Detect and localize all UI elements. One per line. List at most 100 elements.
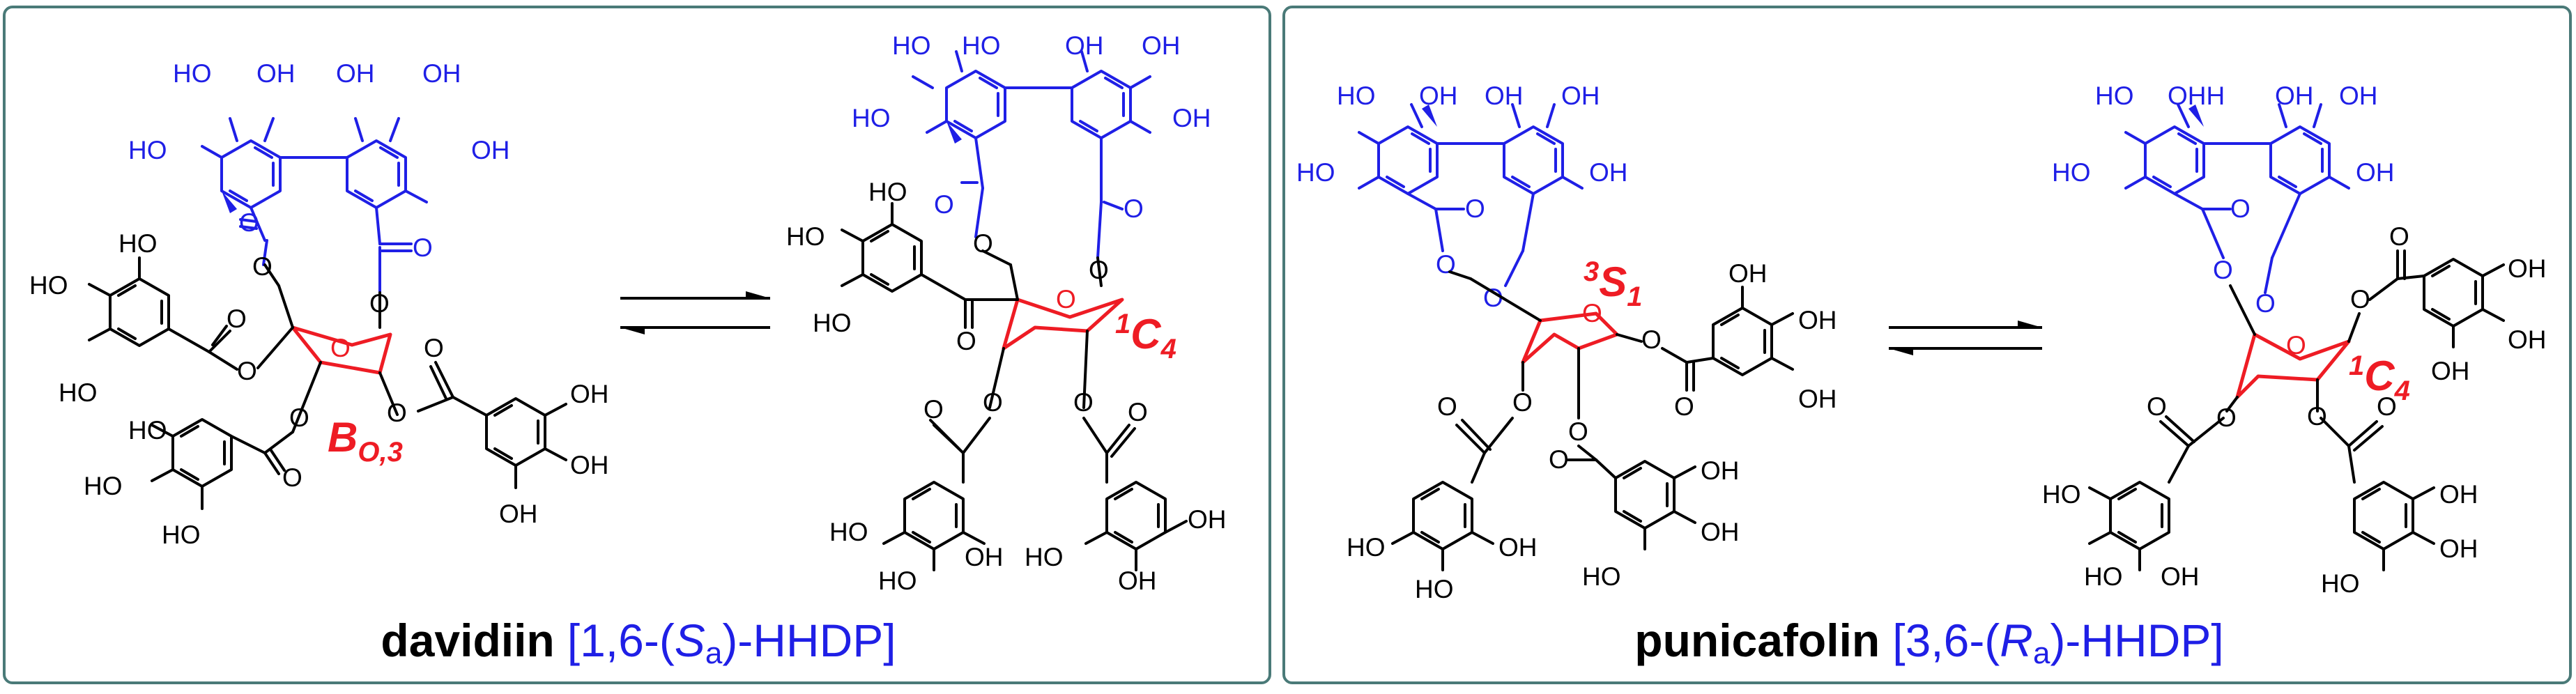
structure-punicafolin-chair: HO OHH OH OH HO OH O O O O O O OH OH OH (2042, 82, 2547, 598)
oh-label: OH (1485, 82, 1524, 110)
galloyl-right (378, 361, 567, 489)
conformer-label-punicafolin-left: 3S1 (1584, 256, 1643, 312)
oh-label: OH (2161, 562, 2200, 591)
oh-label: OH (1701, 456, 1740, 485)
o-label: O (2213, 256, 2233, 284)
conformer-label-davidiin-right: 1C4 (1115, 309, 1176, 364)
oh-label: OH (2508, 254, 2547, 283)
oh-label: HO (162, 520, 201, 549)
o-label: O (2147, 392, 2167, 421)
o-label: O (282, 463, 302, 492)
o-label: O (2230, 194, 2251, 223)
o-label: O (1437, 392, 1457, 421)
oh-label: OH (1419, 82, 1458, 110)
caption-davidiin: davidiin[1,6-(Sa)-HHDP] (381, 615, 896, 670)
oh-label: OH (1589, 158, 1628, 187)
ring-oxygen-label: O (2286, 331, 2306, 360)
oh-label: HO (118, 229, 158, 258)
o-label: O (227, 304, 247, 333)
oh-label: OH (256, 59, 296, 88)
hhdp-unit-left-1 (201, 117, 428, 294)
oh-label: HO (59, 378, 98, 407)
o-label: O (956, 327, 976, 355)
sugar-ring-boat (263, 263, 392, 375)
o-label: O (2307, 402, 2327, 431)
o-label: O (387, 399, 407, 427)
oh-label: OH (1065, 31, 1104, 60)
oh-label: HO (128, 136, 167, 164)
oh-label: OH (2439, 480, 2478, 509)
galloyl-upper-left (88, 256, 294, 371)
o-label: O (1073, 388, 1094, 417)
o-label: O (1549, 445, 1569, 474)
o-label: O (2377, 392, 2397, 421)
oh-label: HO (128, 416, 167, 445)
oh-label: OHH (2168, 82, 2225, 110)
caption-punicafolin: punicafolin[3,6-(Ra)-HHDP] (1634, 615, 2224, 670)
o-label: O (289, 403, 309, 432)
o-label: O (1465, 194, 1485, 223)
oh-label: OH (471, 136, 510, 164)
oh-label: HO (1415, 575, 1454, 603)
oh-label: HO (786, 222, 825, 251)
oh-label: HO (1337, 82, 1376, 110)
oh-label: OH (1798, 306, 1837, 334)
o-label: O (1674, 392, 1694, 421)
oh-label: HO (962, 31, 1001, 60)
o-label: O (424, 334, 444, 362)
o-label: O (2350, 285, 2370, 314)
o-label: O (239, 208, 259, 237)
oh-label: OH (2356, 158, 2395, 187)
oh-label: HO (1025, 543, 1064, 571)
oh-label: OH (499, 500, 538, 528)
oh-label: OH (2431, 357, 2470, 385)
o-label: O (2255, 289, 2276, 318)
oh-label: HO (829, 518, 868, 546)
o-label: O (1124, 194, 1144, 223)
oh-label: OH (965, 543, 1004, 571)
oh-label: HO (2042, 480, 2081, 509)
oh-label: HO (2095, 82, 2134, 110)
o-label: O (413, 233, 433, 262)
oh-label: HO (1347, 533, 1386, 562)
oh-label: HO (84, 472, 123, 500)
oh-label: OH (1728, 259, 1768, 288)
o-label: O (1641, 325, 1662, 354)
oh-label: HO (29, 271, 68, 300)
ring-oxygen-label: O (1056, 285, 1076, 314)
oh-label: OH (2339, 82, 2378, 110)
oh-label: HO (2321, 569, 2360, 598)
equilibrium-arrows-punicafolin (1889, 321, 2042, 355)
o-label: O (973, 229, 993, 258)
oh-label: HO (852, 104, 891, 132)
conformer-label-davidiin-left: BO,3 (328, 414, 403, 468)
o-label: O (369, 289, 390, 318)
oh-label: OH (1142, 31, 1181, 60)
oh-label: HO (813, 309, 852, 337)
o-label: O (1089, 256, 1109, 284)
o-label: O (983, 388, 1003, 417)
ring-oxygen-label: O (1582, 299, 1602, 327)
oh-label: HO (1296, 158, 1335, 187)
o-label: O (923, 395, 944, 424)
oh-label: HO (2084, 562, 2123, 591)
structure-davidiin-chair: HO HO OH OH HO OH O O O O O HO HO HO O (786, 31, 1227, 595)
panel-frame-davidiin (3, 6, 1271, 684)
o-label: O (1568, 417, 1588, 446)
oh-label: OH (1798, 385, 1837, 413)
structure-davidiin-boat: HO OH OH OH HO OH O O O O O HO (29, 59, 609, 549)
oh-label: OH (2439, 534, 2478, 563)
o-label: O (934, 190, 954, 219)
o-label: O (2216, 403, 2237, 432)
o-label: O (1128, 398, 1148, 426)
o-label: O (1436, 250, 1456, 279)
o-label: O (252, 252, 273, 281)
equilibrium-arrows-davidiin (620, 291, 770, 334)
oh-label: OH (1701, 518, 1740, 546)
oh-label: OH (1188, 505, 1227, 534)
conformer-label-punicafolin-right: 1C4 (2349, 350, 2410, 406)
oh-label: HO (892, 31, 931, 60)
oh-label: OH (422, 59, 461, 88)
oh-label: OH (1498, 533, 1538, 562)
